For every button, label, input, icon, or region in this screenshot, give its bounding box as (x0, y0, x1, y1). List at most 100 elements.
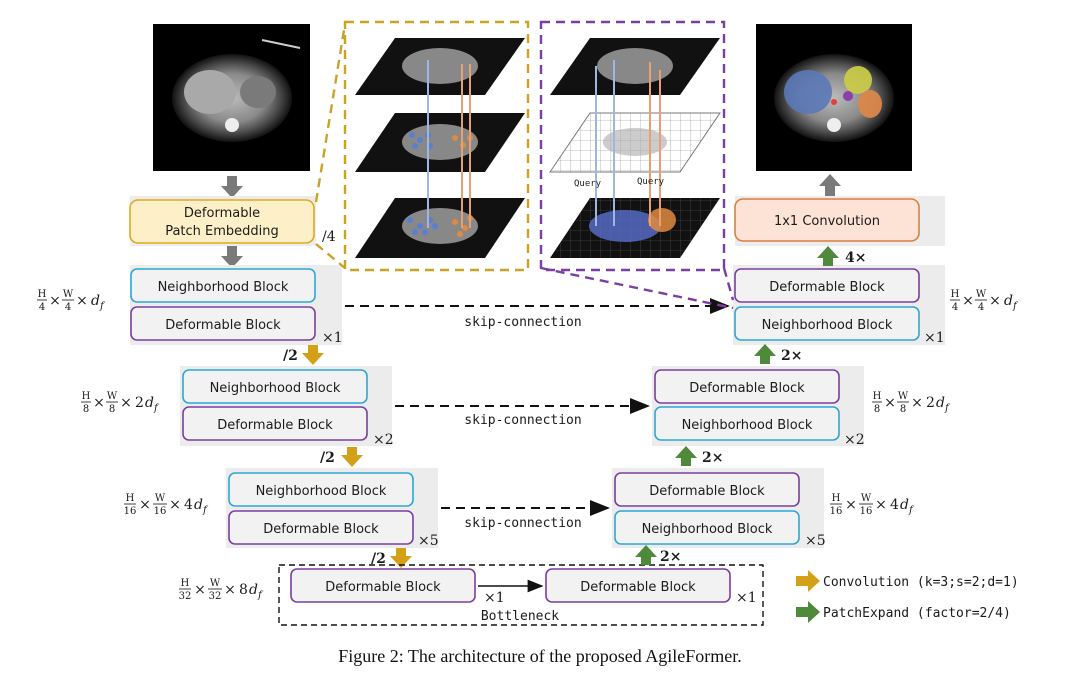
svg-text:2: 2 (926, 395, 935, 411)
enc2-dims: H 8 × W 8 × 2 d f (81, 391, 160, 415)
svg-text:H: H (832, 493, 841, 504)
dec1-neighborhood-block (734, 306, 920, 341)
dec3-bottom-label: Neighborhood Block (642, 522, 773, 537)
patch-embedding-label-1: Deformable (184, 206, 260, 221)
inset-query-label-2: Query (637, 177, 665, 187)
svg-text:H: H (181, 578, 190, 589)
down-arrow-2 (341, 447, 363, 467)
enc3-deformable-block (228, 510, 414, 545)
svg-text:4: 4 (978, 302, 984, 313)
svg-text:×: × (989, 293, 1001, 309)
dec2-repeat: ×2 (844, 432, 865, 448)
svg-text:×: × (76, 293, 88, 309)
svg-text:f: f (944, 403, 951, 414)
svg-text:16: 16 (830, 506, 843, 517)
dec2-bottom-label: Neighborhood Block (682, 418, 813, 433)
up-arrow-1 (754, 344, 776, 364)
input-arrow (221, 176, 243, 198)
svg-text:d: d (936, 395, 945, 411)
svg-text:d: d (900, 497, 909, 513)
svg-text:4: 4 (39, 302, 45, 313)
svg-text:×: × (169, 497, 181, 513)
input-ct-image (153, 24, 310, 171)
svg-text:H: H (951, 289, 960, 300)
svg-text:W: W (861, 493, 872, 504)
enc3-bottom-label: Deformable Block (263, 522, 379, 537)
svg-text:4: 4 (890, 497, 899, 513)
enc1-neighborhood-block (130, 268, 316, 303)
dec1-deformable-block (734, 268, 920, 303)
enc1-top-label: Neighborhood Block (158, 280, 289, 295)
skip-label-1: skip-connection (464, 315, 581, 330)
svg-text:×: × (875, 497, 887, 513)
dec3-deformable-block (614, 472, 800, 507)
dec1-repeat: ×1 (924, 330, 945, 346)
svg-text:W: W (898, 391, 909, 402)
enc2-neighborhood-block (182, 369, 368, 404)
patch-embedding-block (129, 199, 315, 244)
bottleneck-right-block (545, 568, 731, 603)
svg-text:f: f (99, 301, 106, 312)
patch-embed-div: /4 (322, 229, 336, 245)
legend: Convolution (k=3;s=2;d=1) PatchExpand (f… (796, 570, 1019, 623)
skip-label-3: skip-connection (464, 516, 581, 531)
svg-text:8: 8 (239, 582, 248, 598)
down-label-2: /2 (320, 450, 335, 466)
dec2-deformable-block (654, 369, 840, 404)
svg-text:H: H (82, 391, 91, 402)
enc1-dims: H 4 × W 4 × d f (37, 289, 106, 313)
svg-text:2: 2 (135, 395, 144, 411)
svg-text:H: H (126, 493, 135, 504)
svg-text:W: W (63, 289, 74, 300)
svg-text:8: 8 (109, 404, 115, 415)
svg-text:×: × (93, 395, 105, 411)
dec1-dims: H 4 × W 4 × d f (950, 289, 1019, 313)
up-label-2: 2× (702, 450, 723, 466)
bottleneck-left-label: Deformable Block (325, 580, 441, 595)
bottleneck-dims: H 32 × W 32 × 8 d f (179, 578, 264, 602)
svg-text:4: 4 (184, 497, 193, 513)
svg-text:×: × (194, 582, 206, 598)
enc2-top-label: Neighborhood Block (210, 381, 341, 396)
svg-text:×: × (911, 395, 923, 411)
bottleneck-right-label: Deformable Block (580, 580, 696, 595)
svg-text:×: × (884, 395, 896, 411)
skip-label-2: skip-connection (464, 413, 581, 428)
legend-patchexpand-label: PatchExpand (factor=2/4) (823, 606, 1011, 621)
svg-text:d: d (145, 395, 154, 411)
legend-patchexpand-arrow-icon (796, 601, 820, 623)
svg-text:d: d (1004, 293, 1013, 309)
down-arrow-3 (390, 548, 412, 568)
inset-deformable-attention: Query Query (539, 20, 735, 310)
svg-text:W: W (107, 391, 118, 402)
enc3-dims: H 16 × W 16 × 4 d f (124, 493, 209, 517)
patch-embedding-label-2: Patch Embedding (165, 224, 279, 239)
svg-text:f: f (202, 505, 209, 516)
svg-text:4: 4 (65, 302, 71, 313)
bottleneck-label: Bottleneck (481, 609, 559, 624)
inset-patch-embedding (314, 20, 530, 272)
svg-text:f: f (1012, 301, 1019, 312)
svg-text:×: × (120, 395, 132, 411)
up-arrow-final (817, 246, 839, 266)
svg-text:16: 16 (154, 506, 167, 517)
svg-text:8: 8 (900, 404, 906, 415)
enc2-bottom-label: Deformable Block (217, 418, 333, 433)
output-segmentation-image (756, 24, 912, 171)
svg-text:32: 32 (179, 591, 192, 602)
dec2-dims: H 8 × W 8 × 2 d f (872, 391, 951, 415)
svg-text:16: 16 (860, 506, 873, 517)
dec3-dims: H 16 × W 16 × 4 d f (830, 493, 915, 517)
up-label-final: 4× (845, 250, 866, 266)
svg-text:16: 16 (124, 506, 137, 517)
dec1-bottom-label: Neighborhood Block (762, 318, 893, 333)
svg-text:H: H (873, 391, 882, 402)
conv1x1-label: 1x1 Convolution (774, 214, 880, 229)
svg-text:×: × (962, 293, 974, 309)
dec2-top-label: Deformable Block (689, 381, 805, 396)
legend-conv-arrow-icon (796, 570, 820, 592)
bottleneck-mid-repeat: ×1 (484, 590, 505, 606)
enc3-top-label: Neighborhood Block (256, 484, 387, 499)
bottleneck-left-block (290, 568, 476, 603)
